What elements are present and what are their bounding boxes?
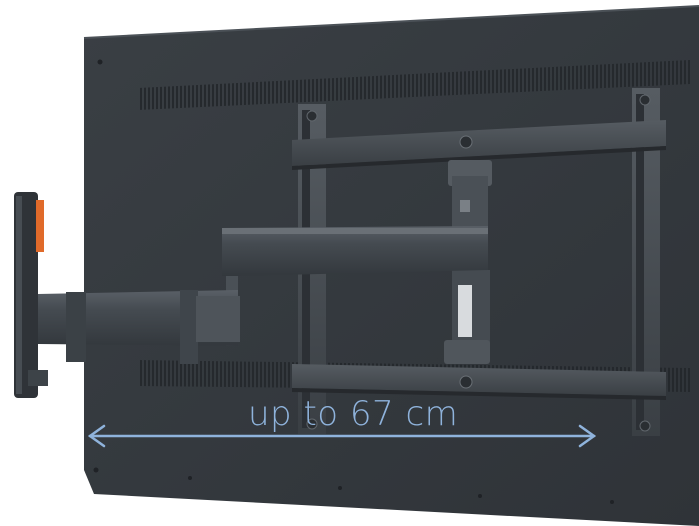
bottom-crossbar [292,364,666,400]
wall-plate [14,192,48,398]
top-vent-grille [138,60,690,110]
top-crossbar [292,120,666,170]
lower-arm [38,290,240,364]
measurement-arrow [87,424,597,448]
measurement-label: up to 67 cm [248,394,459,434]
pivot-column [444,160,492,364]
panel-screws [93,59,614,504]
